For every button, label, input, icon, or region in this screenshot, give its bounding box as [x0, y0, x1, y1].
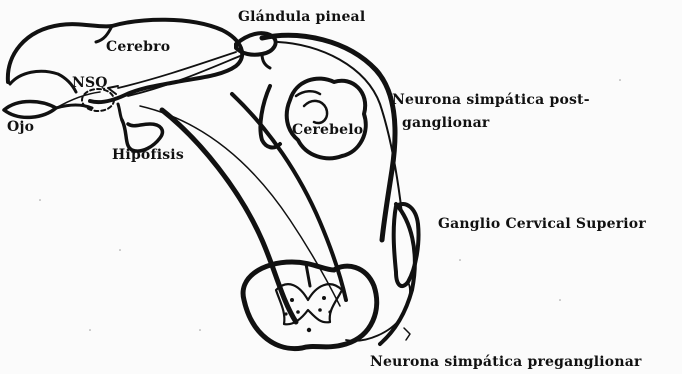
paper-speckles — [39, 79, 621, 331]
label-cerebro: Cerebro — [106, 39, 170, 55]
spinal-cord-fissure — [306, 264, 310, 286]
pineal-gland-shape — [236, 33, 276, 55]
label-nsq: NSQ — [72, 75, 108, 91]
cerebelo-folia-1 — [304, 101, 327, 123]
cerebelo-folia-2 — [296, 91, 320, 96]
pre-ganglionar-tick — [404, 328, 410, 340]
label-cerebelo: Cerebelo — [292, 122, 363, 138]
ojo-shape — [4, 102, 56, 118]
pineal-stalk — [262, 54, 270, 68]
label-neurona-post-line1: Neurona simpática post- — [392, 92, 590, 108]
cerebro-inner-contour — [10, 71, 76, 92]
label-ganglio-cervical-superior: Ganglio Cervical Superior — [438, 216, 646, 232]
label-hipofisis: Hipófisis — [112, 147, 184, 163]
label-neurona-preganglionar: Neurona simpática preganglionar — [370, 354, 642, 370]
hipofisis-stalk — [118, 104, 122, 120]
spinal-cord-section — [243, 262, 377, 349]
label-neurona-post-line2: ganglionar — [402, 115, 489, 131]
nsq-arrow — [108, 86, 118, 94]
label-ojo: Ojo — [7, 119, 34, 135]
label-glandula-pineal: Glándula pineal — [238, 9, 365, 25]
